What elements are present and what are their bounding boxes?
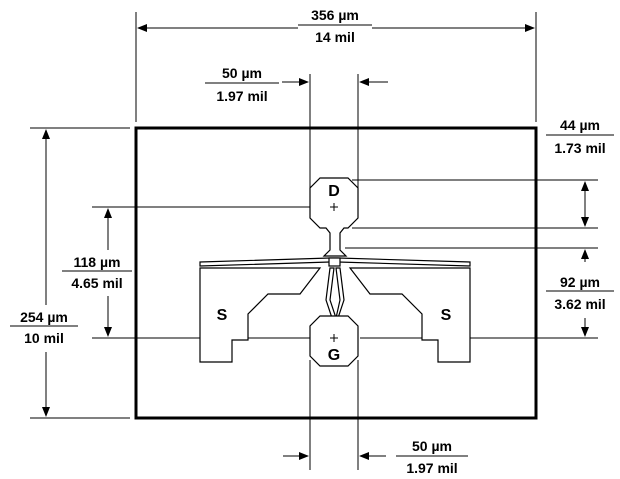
gate-via xyxy=(328,257,341,267)
dimension-height-left: 254 µm 10 mil xyxy=(10,127,130,419)
drain-label: D xyxy=(328,183,340,200)
source-right-label: S xyxy=(441,307,452,324)
dimension-pad-bottom: 50 µm 1.97 mil xyxy=(283,360,468,476)
height-left-alt: 10 mil xyxy=(24,330,64,346)
height-left-value: 254 µm xyxy=(20,309,68,325)
gate-feed-lines xyxy=(325,267,337,319)
pad-top-alt: 1.97 mil xyxy=(216,88,267,104)
pad-height-alt: 1.73 mil xyxy=(554,140,605,156)
offset-left-alt: 4.65 mil xyxy=(71,275,122,291)
source-pad-right xyxy=(348,267,471,363)
pad-bottom-alt: 1.97 mil xyxy=(406,460,457,476)
offset-left-value: 118 µm xyxy=(74,254,121,270)
dimension-offset-left: 118 µm 4.65 mil xyxy=(62,206,322,339)
pad-height-value: 44 µm xyxy=(560,117,600,133)
dimension-offset-right: 92 µm 3.62 mil xyxy=(345,247,614,339)
dimension-width-top: 356 µm 14 mil xyxy=(135,7,537,122)
offset-right-alt: 3.62 mil xyxy=(554,296,605,312)
offset-right-value: 92 µm xyxy=(560,274,600,290)
dimension-pad-top: 50 µm 1.97 mil xyxy=(205,65,388,190)
gate-feed-lines-right xyxy=(335,267,345,319)
width-top-value: 356 µm xyxy=(311,7,359,23)
source-pad-left xyxy=(199,267,322,363)
gate-center-mark xyxy=(330,334,338,342)
pad-top-value: 50 µm xyxy=(222,65,262,81)
chip-outline xyxy=(134,126,538,420)
source-left-label: S xyxy=(217,307,228,324)
pad-bottom-value: 50 µm xyxy=(412,438,452,454)
drain-center-mark xyxy=(330,203,338,211)
drain-pad xyxy=(309,177,359,257)
width-top-alt: 14 mil xyxy=(315,29,355,45)
dimension-pad-height: 44 µm 1.73 mil xyxy=(352,117,614,229)
gate-label: G xyxy=(328,347,340,364)
